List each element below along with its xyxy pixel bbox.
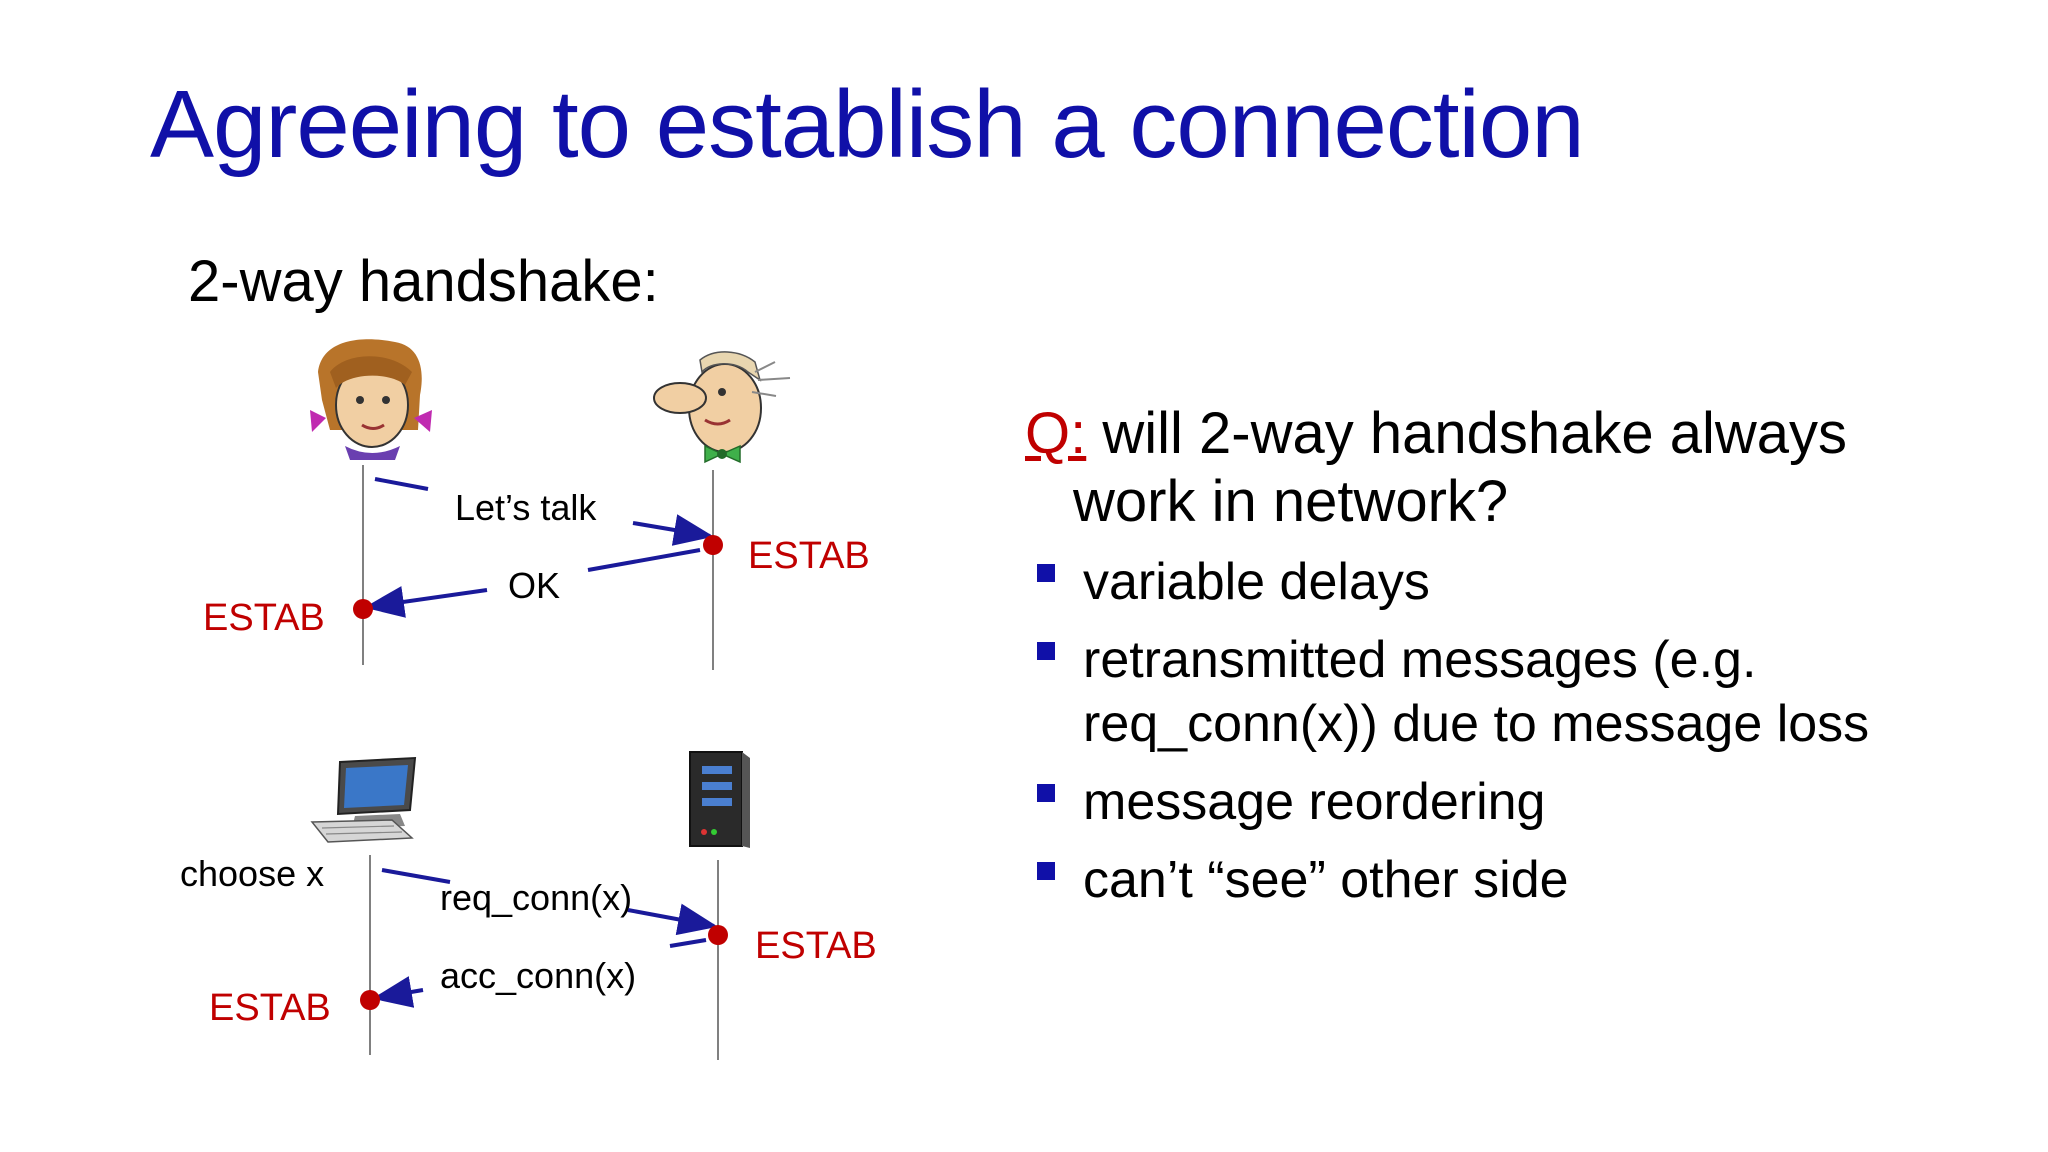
estab-label-man: ESTAB bbox=[748, 535, 870, 577]
ok-arrow-start bbox=[587, 548, 701, 572]
bullet-square-icon bbox=[1037, 564, 1055, 582]
question-mark-label: Q: bbox=[1025, 401, 1087, 466]
lets-talk-arrow-start bbox=[374, 477, 429, 491]
estab-dot-client bbox=[360, 990, 380, 1010]
req-conn-arrow-start bbox=[381, 868, 451, 884]
bullet-list: variable delays retransmitted messages (… bbox=[1035, 550, 1995, 926]
slide-title: Agreeing to establish a connection bbox=[150, 71, 1585, 178]
lets-talk-label: Let’s talk bbox=[455, 487, 597, 528]
acc-conn-arrow-start bbox=[669, 938, 707, 948]
bullet-text: can’t “see” other side bbox=[1083, 851, 1569, 909]
slide-subtitle: 2-way handshake: bbox=[188, 249, 659, 314]
estab-label-woman: ESTAB bbox=[203, 597, 325, 639]
bullet-text: message reordering bbox=[1083, 773, 1546, 831]
bullet-item: retransmitted messages (e.g. req_conn(x)… bbox=[1035, 628, 1995, 756]
man-icon bbox=[653, 351, 791, 464]
ok-label: OK bbox=[508, 565, 560, 606]
bullet-square-icon bbox=[1037, 784, 1055, 802]
bullet-item: can’t “see” other side bbox=[1035, 848, 1995, 912]
lets-talk-arrow bbox=[632, 514, 714, 546]
estab-dot-woman bbox=[353, 599, 373, 619]
bullet-text: variable delays bbox=[1083, 553, 1430, 611]
choose-x-label: choose x bbox=[180, 853, 324, 894]
server-icon bbox=[689, 751, 750, 848]
question-block: Q: will 2-way handshake always work in n… bbox=[1025, 400, 1985, 536]
req-conn-arrow bbox=[627, 903, 718, 936]
estab-label-server: ESTAB bbox=[755, 925, 877, 967]
bullet-square-icon bbox=[1037, 862, 1055, 880]
estab-label-client: ESTAB bbox=[209, 987, 331, 1029]
acc-conn-label: acc_conn(x) bbox=[440, 955, 636, 996]
woman-icon bbox=[310, 339, 432, 460]
ok-arrow bbox=[364, 586, 488, 618]
bullet-item: variable delays bbox=[1035, 550, 1995, 614]
estab-dot-server bbox=[708, 925, 728, 945]
question-line-2: work in network? bbox=[1073, 469, 1509, 534]
req-conn-label: req_conn(x) bbox=[440, 877, 632, 918]
estab-dot-man bbox=[703, 535, 723, 555]
bullet-square-icon bbox=[1037, 642, 1055, 660]
question-line-1: will 2-way handshake always bbox=[1086, 401, 1848, 466]
bullet-item: message reordering bbox=[1035, 770, 1995, 834]
acc-conn-arrow bbox=[372, 976, 424, 1008]
bullet-text: retransmitted messages (e.g. req_conn(x)… bbox=[1083, 631, 1870, 753]
computer-icon bbox=[310, 756, 417, 843]
